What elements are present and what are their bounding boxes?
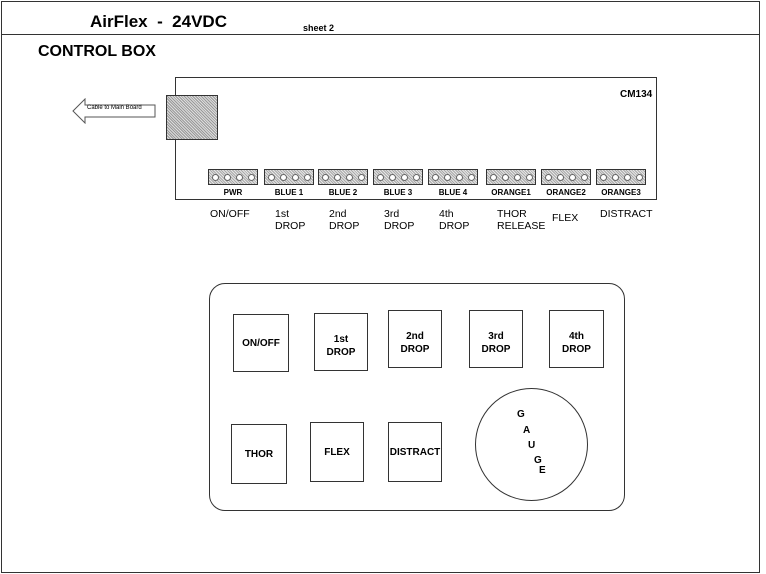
board-model: CM134 <box>620 89 653 100</box>
connector-pin <box>333 173 341 181</box>
connector-pin <box>211 173 219 181</box>
connector-function: FLEX <box>552 212 579 224</box>
connector-pin <box>568 173 576 181</box>
connector-label: BLUE 1 <box>274 188 304 197</box>
connector-pin <box>580 173 588 181</box>
connector-pin <box>345 173 353 181</box>
connector-pin <box>400 173 408 181</box>
connector-pin <box>443 173 451 181</box>
connector-pin <box>321 173 329 181</box>
connector-pin <box>376 173 384 181</box>
connector-pin <box>513 173 521 181</box>
connector-pin <box>623 173 631 181</box>
connector-label: PWR <box>223 188 243 197</box>
connector-pin <box>247 173 255 181</box>
panel-button-3rd-drop[interactable]: 3rd DROP <box>469 310 523 368</box>
connector-function: 2nd DROP <box>329 208 360 232</box>
connector-pin <box>412 173 420 181</box>
connector-pin <box>489 173 497 181</box>
connector-blue3 <box>373 169 423 185</box>
connector-function: DISTRACT <box>600 208 653 220</box>
gauge <box>475 388 588 501</box>
gauge-letter: U <box>528 440 536 451</box>
panel-button-onoff[interactable]: ON/OFF <box>233 314 289 372</box>
connector-pin <box>388 173 396 181</box>
connector-label: ORANGE2 <box>546 188 586 197</box>
connector-pin <box>455 173 463 181</box>
connector-function: 3rd DROP <box>384 208 415 232</box>
connector-blue2 <box>318 169 368 185</box>
connector-pin <box>525 173 533 181</box>
connector-pin <box>635 173 643 181</box>
section-title: CONTROL BOX <box>38 43 156 60</box>
connector-blue4 <box>428 169 478 185</box>
connector-label: ORANGE3 <box>601 188 641 197</box>
cable-label: Cable to Main Board <box>87 105 142 111</box>
control-panel <box>209 283 625 511</box>
connector-pin <box>599 173 607 181</box>
connector-orange2 <box>541 169 591 185</box>
panel-button-2nd-drop[interactable]: 2nd DROP <box>388 310 442 368</box>
panel-button-distract[interactable]: DISTRACT <box>388 422 442 482</box>
connector-pin <box>303 173 311 181</box>
gauge-letter: G <box>534 455 542 466</box>
connector-label: BLUE 4 <box>438 188 468 197</box>
connector-orange3 <box>596 169 646 185</box>
sheet-number: sheet 2 <box>303 23 335 33</box>
connector-orange1 <box>486 169 536 185</box>
arrow-left-icon <box>72 98 156 124</box>
connector-label: ORANGE1 <box>491 188 531 197</box>
connector-function: 4th DROP <box>439 208 470 232</box>
connector-function: THOR RELEASE <box>497 208 546 232</box>
connector-pin <box>556 173 564 181</box>
connector-function: 1st DROP <box>275 208 306 232</box>
connector-pin <box>467 173 475 181</box>
panel-button-flex[interactable]: FLEX <box>310 422 364 482</box>
gauge-letter: G <box>517 409 525 420</box>
connector-function: ON/OFF <box>210 208 250 220</box>
connector-pin <box>431 173 439 181</box>
connector-pin <box>544 173 552 181</box>
connector-pin <box>357 173 365 181</box>
connector-pin <box>223 173 231 181</box>
main-cable-connector <box>166 95 218 140</box>
panel-button-thor[interactable]: THOR <box>231 424 287 484</box>
connector-pin <box>291 173 299 181</box>
gauge-letter: A <box>523 425 531 436</box>
connector-pin <box>501 173 509 181</box>
connector-pin <box>279 173 287 181</box>
connector-label: BLUE 2 <box>328 188 358 197</box>
header-divider <box>1 34 760 35</box>
connector-pwr <box>208 169 258 185</box>
connector-pin <box>235 173 243 181</box>
connector-label: BLUE 3 <box>383 188 413 197</box>
sheet-title: AirFlex - 24VDC <box>90 12 227 31</box>
connector-pin <box>611 173 619 181</box>
panel-button-4th-drop[interactable]: 4th DROP <box>549 310 604 368</box>
panel-button-1st-drop[interactable]: 1st DROP <box>314 313 368 371</box>
connector-blue1 <box>264 169 314 185</box>
gauge-letter: E <box>539 465 546 476</box>
connector-pin <box>267 173 275 181</box>
